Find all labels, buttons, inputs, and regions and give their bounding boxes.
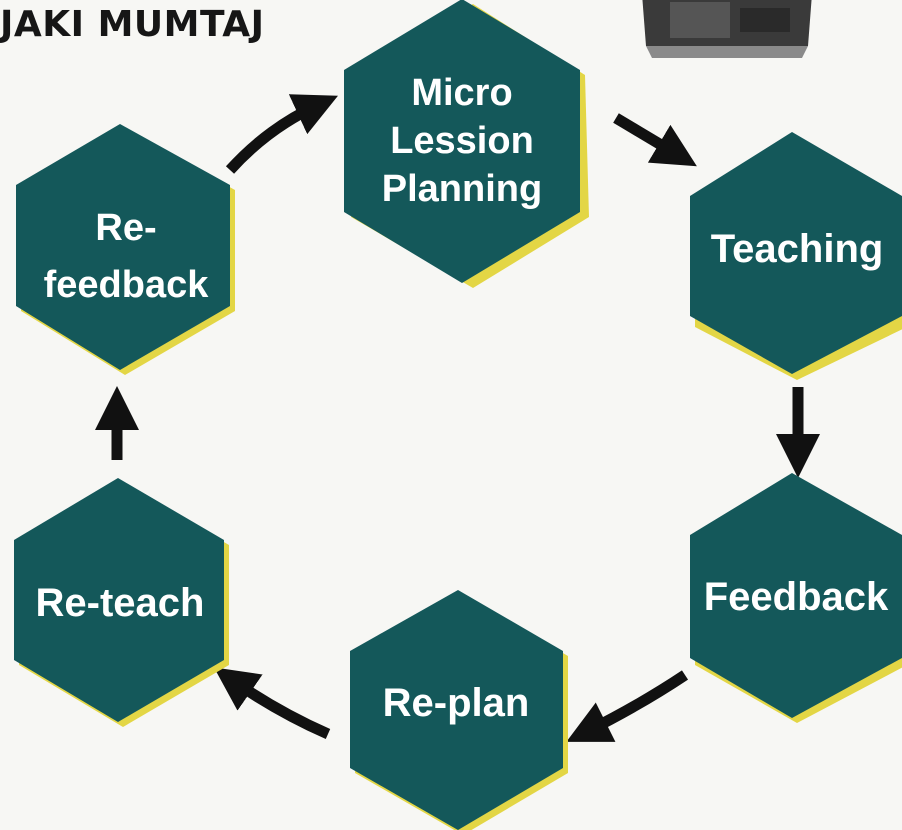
step-re-plan: Re-plan: [350, 590, 568, 830]
step-teaching: Teaching: [690, 132, 902, 380]
step-label-line-1: Re-: [95, 207, 156, 249]
arrow-replan-to-reteach: [213, 667, 331, 740]
step-label-line-1: Feedback: [704, 575, 889, 619]
arrow-planning-to-teaching: [613, 113, 697, 167]
step-label-line-2: feedback: [44, 264, 210, 306]
step-label-line-2: Lession: [390, 120, 534, 162]
hexagon-shape: [690, 132, 902, 374]
step-label-line-1: Re-teach: [36, 581, 205, 625]
step-re-teach: Re-teach: [14, 478, 229, 727]
step-re-feedback: Re- feedback: [16, 124, 235, 375]
arrow-refeedback-to-planning: [225, 94, 338, 174]
hexagon-shape: [14, 478, 224, 722]
step-label-line-1: Re-plan: [383, 681, 530, 725]
hexagon-shape: [16, 124, 230, 370]
step-micro-lesson-planning: Micro Lession Planning: [344, 0, 589, 288]
cycle-arrows: [95, 94, 820, 742]
arrow-feedback-to-replan: [566, 670, 689, 742]
hexagon-shape: [350, 590, 563, 830]
page-title: JAKI MUMTAJ: [0, 4, 265, 45]
step-label-line-3: Planning: [382, 168, 542, 210]
step-feedback: Feedback: [690, 473, 902, 723]
step-label-line-1: Teaching: [711, 227, 884, 271]
hexagon-shape: [344, 0, 580, 283]
device-photo: [642, 0, 812, 58]
hexagon-shape: [690, 473, 902, 718]
step-label-line-1: Micro: [411, 72, 512, 114]
